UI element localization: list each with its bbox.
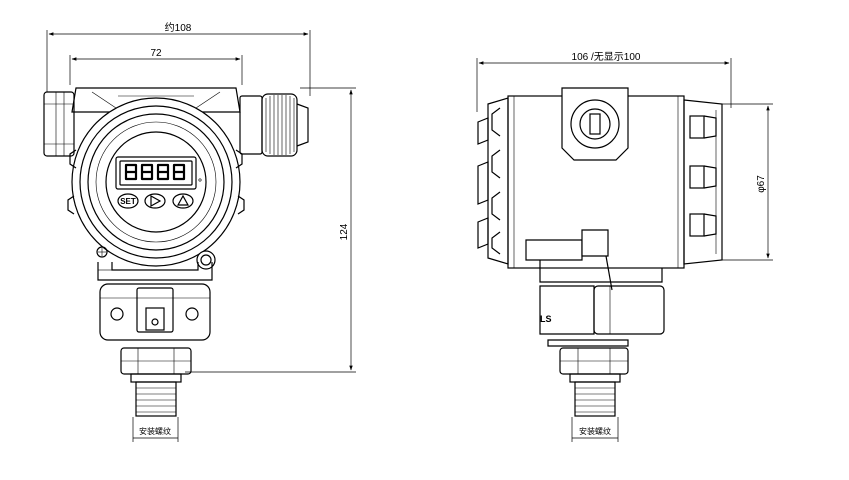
ground-screw-right <box>196 250 216 270</box>
depth-label: 106 /无显示100 <box>572 51 641 63</box>
overall-width-dimension: 约108 <box>46 21 311 96</box>
up-button[interactable] <box>172 193 194 209</box>
ground-screw-left <box>96 246 108 258</box>
thread-label-side: 安装螺纹 <box>571 417 619 442</box>
hex-nut <box>120 347 192 375</box>
lcd-display <box>115 156 202 190</box>
side-hex-nut <box>559 347 629 375</box>
side-body-mark: LS <box>540 314 552 324</box>
side-right-cover <box>683 99 723 265</box>
up-triangle-icon <box>176 194 190 206</box>
keypad: SET <box>117 193 194 209</box>
thread-label-front: 安装螺纹 <box>132 417 179 442</box>
left-cable-gland <box>43 91 75 157</box>
side-neck <box>525 229 663 291</box>
set-button[interactable]: SET <box>117 193 139 209</box>
process-thread <box>130 373 182 417</box>
right-cable-gland <box>239 93 309 157</box>
sensor-body <box>99 283 211 341</box>
right-button[interactable] <box>144 193 166 209</box>
side-left-cover <box>477 97 509 265</box>
height-label: 124 <box>339 223 350 240</box>
side-cable-gland <box>561 87 629 161</box>
thread-label-front-text: 安装螺纹 <box>139 426 171 436</box>
housing-neck <box>97 262 213 281</box>
side-process-thread <box>569 373 621 417</box>
overall-width-label: 约108 <box>165 21 192 34</box>
body-width-label: 72 <box>150 48 162 59</box>
thread-label-side-text: 安装螺纹 <box>579 426 611 436</box>
housing-top <box>71 87 241 113</box>
diameter-label: φ67 <box>756 175 767 193</box>
side-sensor-body: LS <box>539 285 665 347</box>
set-button-label: SET <box>120 197 136 206</box>
play-triangle-icon <box>150 194 162 208</box>
front-view: 约108 72 124 <box>43 21 356 442</box>
body-width-dimension: 72 <box>69 48 243 85</box>
side-view: 106 /无显示100 φ67 <box>476 51 773 442</box>
depth-dimension: 106 /无显示100 <box>476 51 732 112</box>
height-dimension: 124 <box>185 87 356 373</box>
display-digits <box>124 163 186 181</box>
diameter-dimension: φ67 <box>720 103 773 261</box>
housing-cover <box>67 97 245 267</box>
